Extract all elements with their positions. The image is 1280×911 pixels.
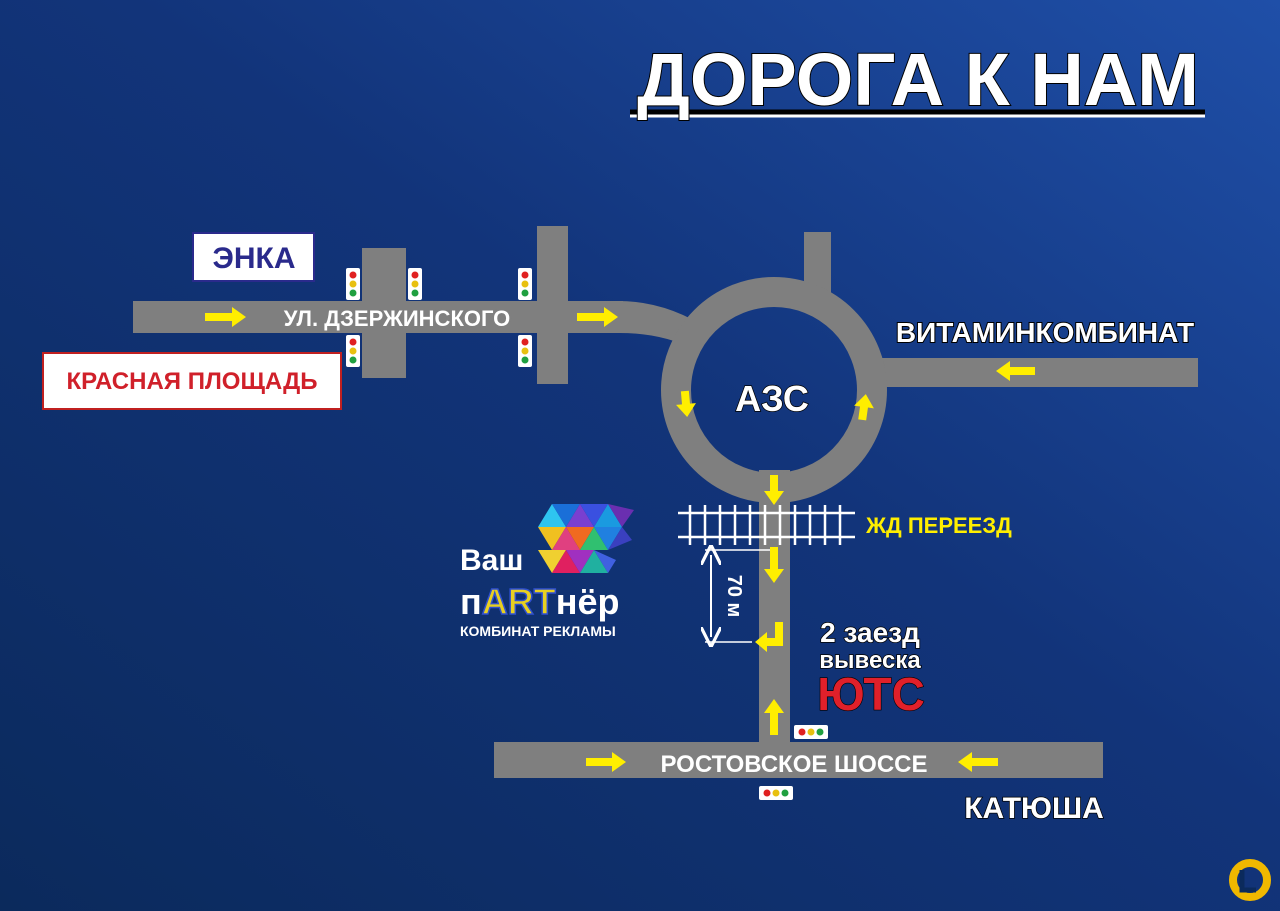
- railway-label: ЖД ПЕРЕЕЗД: [865, 513, 1012, 538]
- enka-sign: ЭНКА: [192, 232, 315, 282]
- distance-marker: 70 м: [705, 550, 770, 642]
- traffic-light-icon: [346, 335, 360, 367]
- gas-station-label: АЗС: [735, 378, 809, 419]
- company-logo: Ваш пARTнёр КОМБИНАТ РЕКЛАМЫ: [460, 504, 634, 639]
- katyusha-label: КАТЮША: [964, 792, 1104, 825]
- highway-label: РОСТОВСКОЕ ШОССЕ: [660, 751, 927, 778]
- corner-logo: [1229, 859, 1271, 901]
- cross-street-1: [362, 248, 406, 378]
- arrow-left-icon: [996, 361, 1035, 381]
- traffic-light-icon: [408, 268, 422, 300]
- title-block: ДОРОГА К НАМ: [630, 37, 1205, 122]
- traffic-light-icon: [518, 268, 532, 300]
- arrow-right-icon: [205, 307, 246, 327]
- arrow-right-icon: [586, 752, 626, 772]
- arrow-down-icon: [676, 390, 696, 417]
- traffic-light-icon: [759, 786, 793, 800]
- traffic-light-icon: [518, 335, 532, 367]
- page-title: ДОРОГА К НАМ: [637, 38, 1199, 121]
- vitaminkombinat-label: ВИТАМИНКОМБИНАТ: [896, 317, 1194, 348]
- arrow-down-icon: [764, 547, 784, 583]
- logo-tagline: КОМБИНАТ РЕКЛАМЫ: [460, 623, 616, 639]
- sign-brand-label: ЮТС: [817, 668, 925, 720]
- red-square-sign: КРАСНАЯ ПЛОЩАДЬ: [42, 352, 342, 410]
- street-label: УЛ. ДЗЕРЖИНСКОГО: [284, 306, 511, 331]
- arrow-down-icon: [764, 475, 784, 505]
- arrow-right-icon: [577, 307, 618, 327]
- cross-street-2: [537, 226, 568, 384]
- traffic-lights: [346, 268, 828, 800]
- logo-line2: пARTнёр: [460, 581, 620, 622]
- arrow-up-icon: [854, 394, 874, 421]
- mosaic-hand-icon: [538, 504, 634, 573]
- arrow-up-icon: [764, 699, 784, 735]
- sign-label: вывеска: [819, 647, 921, 674]
- logo-line1: Ваш: [460, 544, 523, 577]
- red-square-label: КРАСНАЯ ПЛОЩАДЬ: [67, 368, 318, 395]
- logo-line2-suffix: нёр: [556, 581, 620, 622]
- direction-arrows: [205, 307, 1035, 772]
- turn-left-arrow-icon: [755, 622, 783, 652]
- logo-line2-art: ART: [482, 581, 556, 622]
- arrow-left-icon: [958, 752, 998, 772]
- traffic-light-icon: [346, 268, 360, 300]
- enka-label: ЭНКА: [213, 242, 296, 275]
- railway-crossing: [678, 505, 855, 545]
- entrance-label: 2 заезд: [820, 617, 920, 648]
- logo-line2-prefix: п: [460, 581, 482, 622]
- distance-label: 70 м: [723, 575, 745, 618]
- traffic-light-icon: [794, 725, 828, 739]
